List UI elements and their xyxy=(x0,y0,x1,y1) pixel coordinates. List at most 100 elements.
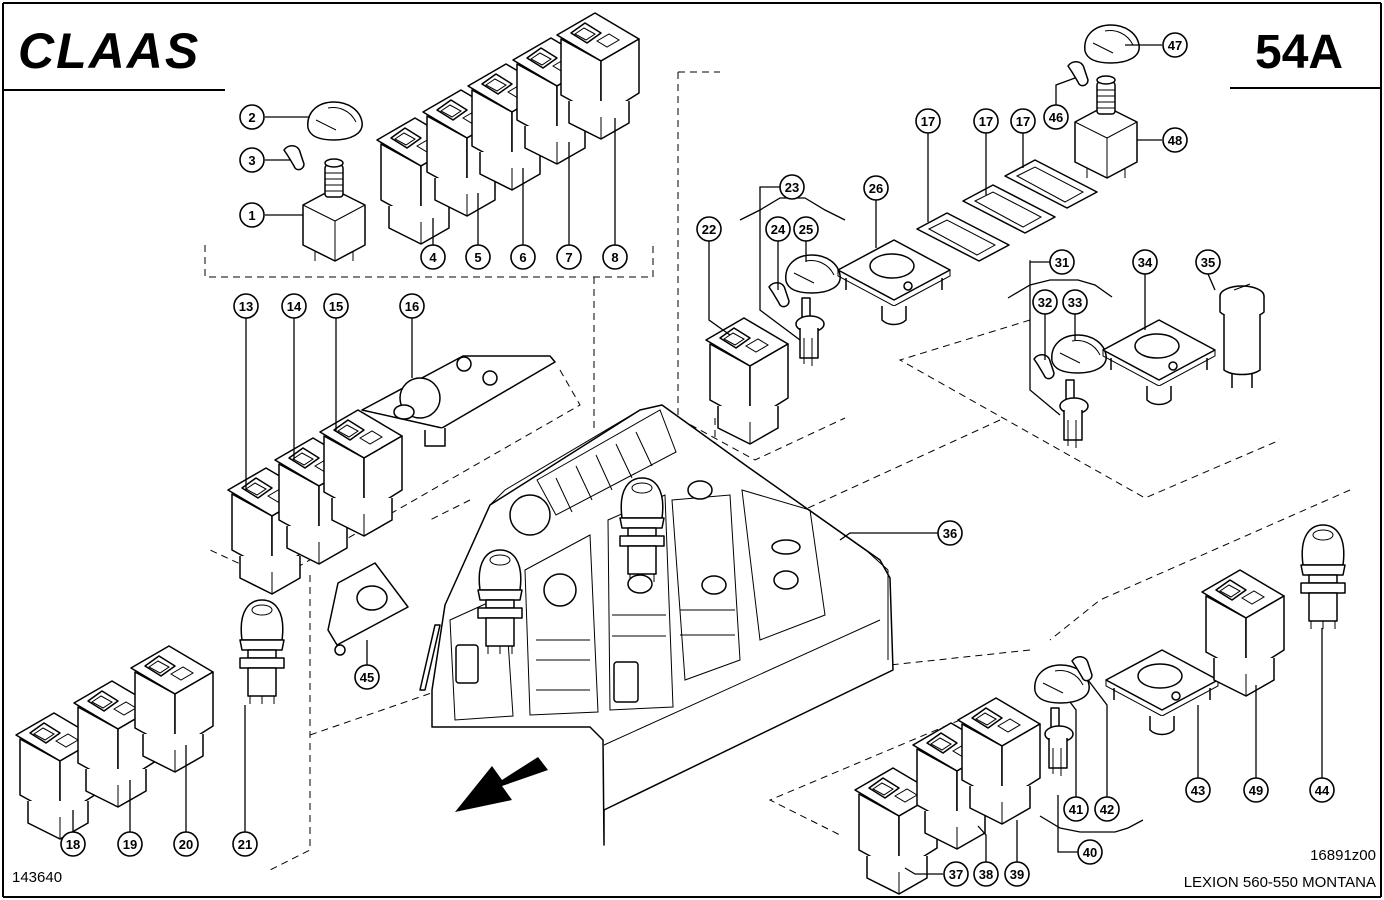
callout-20[interactable]: 20 xyxy=(173,831,199,857)
callout-14[interactable]: 14 xyxy=(281,293,307,319)
callout-6[interactable]: 6 xyxy=(510,244,536,270)
callout-4[interactable]: 4 xyxy=(420,244,446,270)
callout-number: 4 xyxy=(429,250,437,265)
part-36-console[interactable] xyxy=(419,404,894,846)
part-48-rotary-switch[interactable] xyxy=(1074,75,1138,179)
callout-41[interactable]: 41 xyxy=(1063,796,1089,822)
callout-47[interactable]: 47 xyxy=(1162,32,1188,58)
callout-number: 32 xyxy=(1038,295,1052,310)
callout-48[interactable]: 48 xyxy=(1162,127,1188,153)
part-40-pot-switch[interactable] xyxy=(1044,707,1074,777)
part-17-frame-a[interactable] xyxy=(916,212,1010,262)
callout-number: 47 xyxy=(1168,38,1182,53)
part-2-knob[interactable] xyxy=(307,101,363,141)
callout-45[interactable]: 45 xyxy=(354,664,380,690)
callout-26[interactable]: 26 xyxy=(863,175,889,201)
callout-number: 42 xyxy=(1100,802,1114,817)
part-33-knob[interactable] xyxy=(1051,334,1107,374)
callout-number: 38 xyxy=(979,867,993,882)
callout-49[interactable]: 49 xyxy=(1243,777,1269,803)
part-31-pot-switch[interactable] xyxy=(1059,379,1089,449)
part-45-bracket[interactable] xyxy=(327,562,409,656)
part-15-rocker-switch[interactable] xyxy=(319,409,403,537)
part-43-mount-plate[interactable] xyxy=(1105,649,1219,736)
part-26-mount-plate[interactable] xyxy=(837,239,951,326)
part-47-knob[interactable] xyxy=(1084,24,1140,64)
callout-22[interactable]: 22 xyxy=(696,216,722,242)
callout-circle xyxy=(354,664,380,690)
callout-circle xyxy=(420,244,446,270)
part-21-push-button[interactable] xyxy=(239,599,285,705)
callout-circle xyxy=(793,216,819,242)
part-32-clip[interactable] xyxy=(1033,353,1055,380)
callout-circle xyxy=(173,831,199,857)
part-20-rocker-switch[interactable] xyxy=(130,645,214,773)
callout-number: 26 xyxy=(869,181,883,196)
part-22-rocker-switch[interactable] xyxy=(705,317,789,445)
part-1-rotary-switch[interactable] xyxy=(302,158,366,262)
callout-24[interactable]: 24 xyxy=(765,216,791,242)
callout-42[interactable]: 42 xyxy=(1094,796,1120,822)
callout-number: 20 xyxy=(179,837,193,852)
part-35-socket[interactable] xyxy=(1219,283,1265,388)
callout-25[interactable]: 25 xyxy=(793,216,819,242)
callout-44[interactable]: 44 xyxy=(1309,777,1335,803)
callout-31[interactable]: 31 xyxy=(1049,249,1075,275)
callout-17[interactable]: 17 xyxy=(973,108,999,134)
part-39-rocker-switch[interactable] xyxy=(957,697,1041,825)
part-25-knob[interactable] xyxy=(785,254,841,294)
callout-38[interactable]: 38 xyxy=(973,861,999,887)
callout-circle xyxy=(323,293,349,319)
callout-36[interactable]: 36 xyxy=(937,520,963,546)
arrow-forward-left-icon xyxy=(455,757,548,812)
callout-17[interactable]: 17 xyxy=(1010,108,1036,134)
callout-number: 24 xyxy=(771,222,786,237)
callout-7[interactable]: 7 xyxy=(556,244,582,270)
part-16-cover-plate[interactable] xyxy=(361,355,556,447)
drawing-code-right: 16891z00 xyxy=(1310,847,1376,864)
callout-2[interactable]: 2 xyxy=(239,104,265,130)
part-23-pot-switch[interactable] xyxy=(795,297,825,367)
callout-13[interactable]: 13 xyxy=(233,293,259,319)
callout-37[interactable]: 37 xyxy=(943,861,969,887)
callout-1[interactable]: 1 xyxy=(239,202,265,228)
callout-43[interactable]: 43 xyxy=(1185,777,1211,803)
callout-number: 31 xyxy=(1055,255,1069,270)
callout-35[interactable]: 35 xyxy=(1195,249,1221,275)
part-8-rocker-switch[interactable] xyxy=(556,12,640,140)
callout-circle xyxy=(1195,249,1221,275)
callout-23[interactable]: 23 xyxy=(779,174,805,200)
callout-3[interactable]: 3 xyxy=(239,147,265,173)
callout-number: 16 xyxy=(405,299,419,314)
callout-circle xyxy=(696,216,722,242)
callout-circle xyxy=(1062,289,1088,315)
callout-33[interactable]: 33 xyxy=(1062,289,1088,315)
callout-circle xyxy=(1032,289,1058,315)
callout-circle xyxy=(1049,249,1075,275)
callout-18[interactable]: 18 xyxy=(60,831,86,857)
part-49-rocker-switch[interactable] xyxy=(1201,569,1285,697)
callout-circle xyxy=(1043,104,1069,130)
callout-circle xyxy=(1004,861,1030,887)
callout-34[interactable]: 34 xyxy=(1132,249,1158,275)
callout-19[interactable]: 19 xyxy=(117,831,143,857)
part-46-clip[interactable] xyxy=(1067,60,1089,87)
callout-40[interactable]: 40 xyxy=(1077,839,1103,865)
callout-number: 5 xyxy=(474,250,481,265)
callout-17[interactable]: 17 xyxy=(915,108,941,134)
part-3-clip[interactable] xyxy=(283,144,305,171)
callout-number: 48 xyxy=(1168,133,1182,148)
callout-21[interactable]: 21 xyxy=(232,831,258,857)
callout-circle xyxy=(863,175,889,201)
part-44-push-button[interactable] xyxy=(1300,524,1346,630)
callout-39[interactable]: 39 xyxy=(1004,861,1030,887)
part-34-mount-plate[interactable] xyxy=(1102,319,1216,406)
callout-5[interactable]: 5 xyxy=(465,244,491,270)
callout-32[interactable]: 32 xyxy=(1032,289,1058,315)
callout-46[interactable]: 46 xyxy=(1043,104,1069,130)
callout-16[interactable]: 16 xyxy=(399,293,425,319)
callout-8[interactable]: 8 xyxy=(602,244,628,270)
part-24-clip[interactable] xyxy=(768,281,790,308)
callout-circle xyxy=(1243,777,1269,803)
callout-15[interactable]: 15 xyxy=(323,293,349,319)
